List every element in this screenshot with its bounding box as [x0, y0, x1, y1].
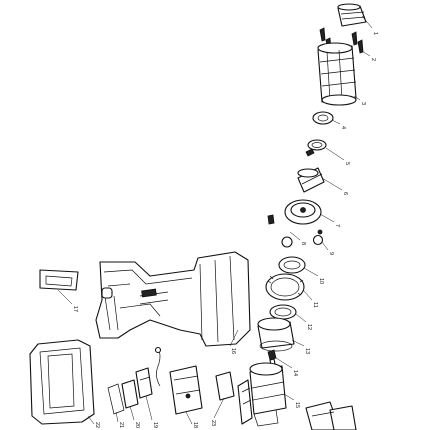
part-spindle [297, 167, 325, 193]
callout-7: 7 [334, 224, 340, 227]
part-bottom-right-component [305, 401, 357, 430]
callout-1: 1 [372, 32, 378, 35]
part-badge [39, 269, 79, 291]
part-planet-carrier [284, 199, 322, 225]
callout-16: 16 [230, 348, 236, 354]
callout-3: 3 [360, 102, 366, 105]
part-motor-endcap [257, 317, 295, 352]
callout-23: 23 [210, 420, 216, 426]
callout-21: 21 [118, 422, 124, 428]
callout-15: 15 [294, 402, 300, 408]
callout-11: 11 [312, 302, 318, 308]
part-anvil-cap [337, 3, 367, 27]
callout-14: 14 [292, 370, 298, 376]
part-battery [29, 339, 95, 425]
part-clips [107, 367, 235, 415]
callout-13: 13 [304, 348, 310, 354]
callout-12: 12 [306, 324, 312, 330]
part-washer [312, 111, 334, 125]
callout-9: 9 [328, 252, 334, 255]
part-ring [305, 139, 327, 157]
leader-lines [57, 15, 373, 425]
part-switch [154, 346, 203, 415]
callout-8: 8 [300, 242, 306, 245]
callout-10: 10 [318, 278, 324, 284]
part-main-housing [95, 251, 251, 347]
callout-numbers: 1 2 3 4 5 6 7 8 9 10 11 12 13 14 15 16 1… [72, 32, 378, 428]
callout-2: 2 [370, 58, 376, 61]
part-gear-housing [317, 42, 357, 106]
part-pins-balls [267, 214, 324, 248]
part-rear-piece [237, 379, 253, 425]
part-ring-gear [278, 256, 306, 274]
callout-5: 5 [344, 162, 350, 165]
callout-18: 18 [192, 422, 198, 428]
part-gear [265, 273, 305, 301]
callout-20: 20 [134, 422, 140, 428]
part-bearing-plate [269, 304, 297, 320]
callout-6: 6 [342, 192, 348, 195]
part-motor [249, 362, 287, 427]
callout-22: 22 [94, 422, 100, 428]
callout-17: 17 [72, 306, 78, 312]
callout-4: 4 [340, 126, 346, 129]
callout-19: 19 [152, 422, 158, 428]
